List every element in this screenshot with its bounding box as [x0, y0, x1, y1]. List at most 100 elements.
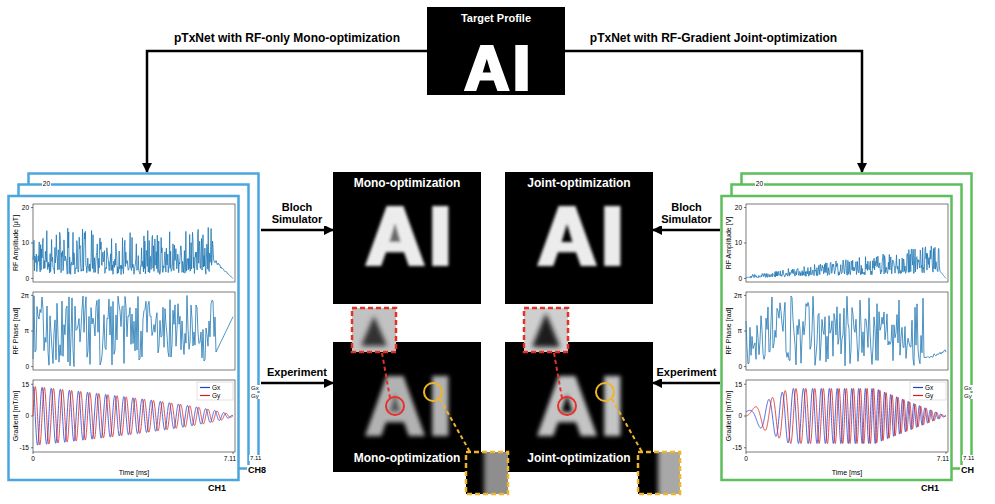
letter-i-shape: [604, 376, 620, 436]
axis-tick: [233, 452, 234, 454]
gx-trace: [33, 386, 233, 445]
flow-arrow: [261, 382, 333, 385]
tick-label: 20: [42, 180, 51, 187]
legend-swatch: [913, 387, 923, 388]
axis-title: Gradient [mT/m]: [12, 391, 20, 442]
inset-frame: [466, 452, 508, 494]
zoom-circle: [558, 397, 576, 415]
tick-label: 10: [734, 239, 743, 246]
rf-amplitude-trace: [33, 227, 233, 278]
axis-tick: [744, 207, 746, 208]
zoom-circle: [386, 397, 404, 415]
letter-i-shape: [515, 45, 527, 91]
tick-label: 0: [30, 455, 36, 462]
tick-label: -15: [732, 444, 743, 451]
rf-pulse-panel: RF Amplitude [μT]RF Phase [rad]Gradient …: [7, 172, 261, 482]
tick-label: 15: [21, 381, 30, 388]
zoom-leader: [612, 399, 642, 452]
axis-tick: [31, 331, 33, 332]
channel-page: [722, 196, 952, 480]
zoom-circle: [596, 383, 614, 401]
tick-label: 2π: [20, 292, 30, 299]
inset-frame: [524, 308, 568, 352]
image-title: Mono-optimization: [354, 452, 461, 466]
zoom-leader: [382, 353, 390, 398]
flow-arrow: [565, 51, 862, 172]
plot-frame: [33, 204, 235, 282]
tick-label: 0: [737, 275, 743, 282]
image-title: Joint-optimization: [527, 177, 630, 191]
box-title: Target Profile: [461, 12, 531, 25]
axis-title: Gradient [mT/m]: [725, 391, 733, 442]
channel-label: CH1: [207, 483, 227, 493]
image-background: [505, 172, 653, 304]
axis-tick: [31, 278, 33, 279]
plot-frame: [33, 380, 235, 452]
tick-label: π: [24, 327, 31, 334]
axis-tick: [744, 416, 746, 417]
tick-label: 20: [755, 180, 764, 187]
tick-label: 7.11: [249, 455, 262, 462]
axis-tick: [31, 366, 33, 367]
inset-hole: [361, 316, 387, 346]
tick-label: 0: [737, 412, 743, 419]
axis-tick: [744, 366, 746, 367]
inset-frame: [638, 452, 680, 494]
panel-illustration: [720, 172, 974, 482]
tick-label: 0: [24, 363, 30, 370]
axis-tick: [746, 452, 747, 454]
zoom-leader: [440, 399, 470, 452]
axis-tick: [31, 447, 33, 448]
inset-background: [352, 308, 396, 352]
legend-box: [910, 382, 946, 400]
axis-tick: [744, 331, 746, 332]
axis-title: RF Amplitude [V]: [725, 217, 733, 270]
profile-letters: [365, 206, 448, 266]
gy-trace: [33, 387, 233, 445]
legend-text: Gy: [925, 392, 933, 399]
tick-label: 7.11: [223, 455, 237, 462]
axis-tick: [31, 295, 33, 296]
axis-tick: [31, 207, 33, 208]
profile-letters: [464, 45, 528, 91]
tick-label: 0: [24, 275, 30, 282]
image-title: Mono-optimization: [354, 177, 461, 191]
panel-illustration: [7, 172, 261, 482]
edge-label: Bloch Simulator: [656, 201, 718, 226]
legend-fragment: Gx: [963, 385, 973, 392]
letter-a-shape: [464, 45, 510, 91]
letter-i-shape: [432, 206, 448, 266]
legend-text: Gx: [925, 384, 933, 391]
letter-a-shape: [365, 206, 425, 266]
plot-frame: [746, 380, 948, 452]
axis-tick: [744, 295, 746, 296]
axis-tick: [31, 384, 33, 385]
zoom-leader: [554, 353, 562, 398]
rf-phase-trace: [33, 295, 233, 366]
channel-page: [9, 196, 239, 480]
image-background: [333, 172, 481, 304]
simulated-image: Joint-optimization: [505, 172, 653, 304]
legend-box: [197, 382, 233, 400]
tick-label: 0: [737, 363, 743, 370]
experiment-image: Joint-optimization: [505, 342, 653, 472]
channel-label: CH1: [920, 483, 940, 493]
tick-label: 10: [21, 239, 30, 246]
axis-tick: [744, 384, 746, 385]
flow-arrow: [653, 382, 720, 385]
zoom-inset: [638, 442, 698, 504]
zoom-inset: [466, 442, 524, 504]
axis-title: RF Phase [rad]: [12, 307, 20, 354]
channel-label: CH8: [247, 465, 267, 475]
zoom-inset: [524, 308, 568, 352]
letter-i-shape: [432, 376, 448, 436]
axis-title: Time [ms]: [119, 469, 149, 477]
legend-fragment: Gy: [963, 393, 973, 400]
tick-label: 20: [734, 204, 743, 211]
rf-phase-trace: [746, 296, 946, 366]
front-channel-plots: [31, 204, 235, 454]
image-background: [505, 342, 653, 472]
inset-background: [524, 308, 568, 352]
sim-illustration: [333, 172, 481, 304]
target-profile-box: Target Profile: [427, 7, 565, 95]
